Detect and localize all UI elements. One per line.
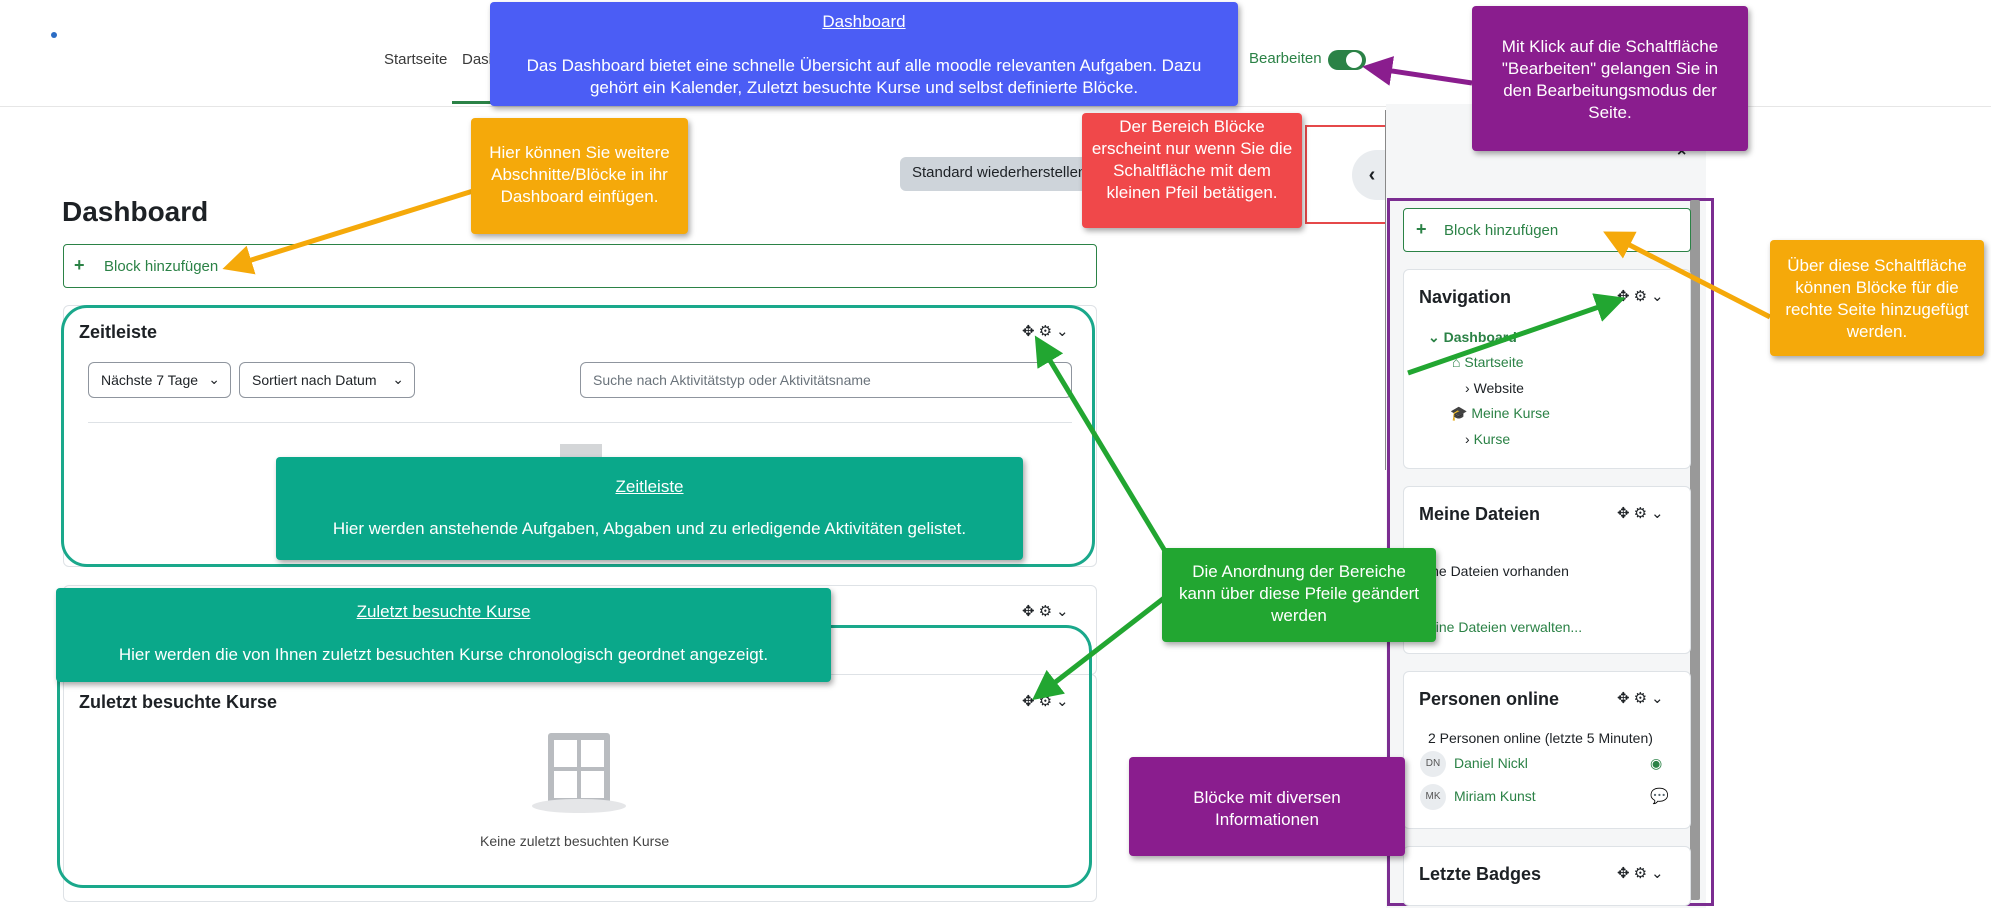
timeline-day-filter[interactable]: Nächste 7 Tage ⌄ — [88, 362, 231, 398]
arrow-add-sections — [222, 188, 474, 275]
page-title: Dashboard — [62, 196, 209, 227]
timeline-search-input[interactable]: Suche nach Aktivitätstyp oder Aktivitäts… — [580, 362, 1072, 398]
drawer-add-block-label: Block hinzufügen — [1444, 222, 1559, 239]
annotation-arrange: Die Anordnung der Bereiche kann über die… — [1162, 548, 1436, 642]
annotation-info-blocks: Blöcke mit diversen Informationen — [1129, 757, 1405, 856]
annotation-blocks-area: Der Bereich Blöcke erscheint nur wenn Si… — [1082, 113, 1302, 228]
my-files-controls[interactable]: ✥⚙⌄ — [1617, 505, 1668, 522]
edit-mode-label: Bearbeiten — [1249, 50, 1322, 67]
nav-dashboard[interactable]: Dash — [462, 51, 498, 68]
top-bar-divider — [0, 106, 1991, 107]
navigation-block — [1403, 269, 1691, 469]
annotation-add-sections: Hier können Sie weitere Abschnitte/Blöck… — [471, 118, 688, 234]
timeline-sort-select[interactable]: Sortiert nach Datum ⌄ — [239, 362, 415, 398]
badges-block — [1403, 846, 1691, 906]
annotation-dashboard-text: Das Dashboard bietet eine schnelle Übers… — [526, 56, 1202, 97]
navigation-controls[interactable]: ✥⚙⌄ — [1617, 288, 1668, 305]
plus-icon: + — [74, 255, 85, 275]
online-users-block — [1403, 671, 1691, 829]
nav-tree-meine-kurse-label: Meine Kurse — [1471, 405, 1550, 421]
annotation-timeline-text: Hier werden anstehende Aufgaben, Abgaben… — [332, 519, 967, 538]
arrow-arrange-timeline — [1034, 335, 1171, 558]
toggle-knob — [1346, 52, 1362, 68]
home-icon: ⌂ — [1452, 354, 1461, 370]
recent-courses-title: Zuletzt besuchte Kurse — [79, 692, 278, 712]
arrow-arrange-navigation — [1407, 293, 1626, 376]
avatar: MK — [1420, 784, 1446, 810]
message-icon[interactable]: 💬 — [1650, 788, 1669, 805]
badges-title: Letzte Badges — [1419, 864, 1542, 884]
nav-tree-kurse-label: Kurse — [1473, 431, 1511, 447]
chevron-down-icon: ⌄ — [208, 371, 220, 387]
annotation-recent-text: Hier werden die von Ihnen zuletzt besuch… — [118, 645, 769, 664]
online-users-summary: 2 Personen online (letzte 5 Minuten) — [1428, 730, 1653, 746]
nav-active-indicator — [452, 101, 510, 104]
annotation-recent-title: Zuletzt besuchte Kurse — [356, 602, 531, 621]
timeline-day-filter-label: Nächste 7 Tage — [101, 372, 199, 388]
logo-dot — [51, 32, 57, 38]
course-overview-controls[interactable]: ✥⚙⌄ — [1022, 603, 1073, 620]
nav-tree-website[interactable]: › Website — [1465, 380, 1524, 396]
nav-tree-website-label: Website — [1473, 380, 1524, 396]
annotation-recent: Zuletzt besuchte Kurse Hier werden die v… — [56, 588, 831, 682]
timeline-title: Zeitleiste — [79, 322, 158, 342]
online-users-title: Personen online — [1419, 689, 1560, 709]
annotation-right-add: Über diese Schaltfläche können Blöcke fü… — [1770, 240, 1984, 356]
annotation-edit: Mit Klick auf die Schaltfläche "Bearbeit… — [1472, 6, 1748, 151]
my-files-manage-link[interactable]: eine Dateien verwalten... — [1428, 619, 1583, 635]
arrow-edit — [1362, 56, 1473, 86]
my-files-title: Meine Dateien — [1419, 504, 1541, 524]
annotation-timeline-title: Zeitleiste — [615, 477, 684, 496]
annotation-timeline: Zeitleiste Hier werden anstehende Aufgab… — [276, 457, 1023, 560]
badges-controls[interactable]: ✥⚙⌄ — [1617, 865, 1668, 882]
course-placeholder-icon — [548, 733, 610, 806]
chevron-down-icon: ⌄ — [392, 371, 404, 387]
nav-tree-meine-kurse[interactable]: 🎓 Meine Kurse — [1450, 405, 1550, 422]
course-placeholder-shadow — [532, 799, 626, 813]
timeline-divider — [88, 422, 1072, 423]
navigation-title: Navigation — [1419, 287, 1512, 307]
annotation-dashboard-title: Dashboard — [822, 12, 906, 31]
drawer-close-icon[interactable]: × — [1677, 143, 1687, 160]
graduation-cap-icon: 🎓 — [1450, 405, 1468, 421]
nav-tree-startseite[interactable]: ⌂ Startseite — [1452, 354, 1524, 370]
online-users-controls[interactable]: ✥⚙⌄ — [1617, 690, 1668, 707]
nav-tree-startseite-label: Startseite — [1464, 354, 1524, 370]
timeline-sort-label: Sortiert nach Datum — [252, 372, 377, 388]
arrow-right-add — [1603, 231, 1772, 320]
online-user-link[interactable]: Daniel Nickl — [1454, 755, 1528, 771]
recent-courses-empty: Keine zuletzt besuchten Kurse — [480, 833, 670, 849]
drawer-add-block-button[interactable]: + Block hinzufügen — [1403, 208, 1691, 252]
annotation-dashboard: Dashboard Das Dashboard bietet eine schn… — [490, 2, 1238, 106]
online-user-link[interactable]: Miriam Kunst — [1454, 788, 1536, 804]
my-files-empty: ine Dateien vorhanden — [1428, 563, 1569, 579]
add-block-label: Block hinzufügen — [104, 258, 219, 275]
arrow-arrange-recent — [1032, 593, 1170, 701]
reset-dashboard-button[interactable]: Standard wiederherstellen — [900, 157, 1096, 191]
my-files-block — [1403, 486, 1691, 654]
nav-startseite[interactable]: Startseite — [384, 51, 448, 68]
drawer-scrollbar[interactable] — [1690, 200, 1700, 900]
eye-icon[interactable]: ◉ — [1650, 755, 1663, 771]
avatar: DN — [1420, 751, 1446, 777]
nav-tree-kurse[interactable]: › Kurse — [1465, 431, 1511, 447]
plus-icon: + — [1416, 219, 1427, 239]
